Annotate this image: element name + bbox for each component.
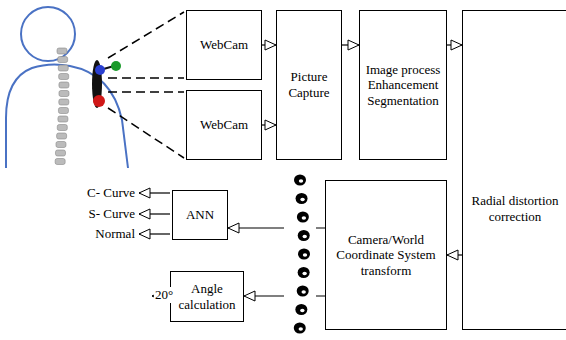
person-figure — [6, 7, 128, 168]
flow-arrow — [342, 44, 359, 45]
box-text: Radial distortion correction — [467, 193, 563, 224]
angle-value: 20° — [154, 287, 174, 303]
view-lines — [108, 12, 184, 158]
box-text: Angle calculation — [175, 281, 239, 312]
output-arrows — [139, 193, 170, 296]
process-box: Picture Capture — [276, 10, 342, 160]
process-box: Angle calculation — [170, 271, 244, 322]
spine — [55, 48, 69, 165]
box-text: ANN — [186, 207, 214, 223]
process-box: Radial distortion correction — [462, 10, 566, 330]
flow-arrow — [262, 44, 276, 45]
box-text: Image process Enhancement Segmentation — [364, 62, 442, 109]
process-box: ANN — [172, 190, 228, 240]
process-box: WebCam — [186, 10, 262, 80]
flow-arrow — [447, 254, 462, 255]
process-box: Image process Enhancement Segmentation — [359, 10, 447, 160]
box-text: WebCam — [200, 37, 248, 53]
flow-arrow — [262, 124, 276, 125]
flow-arrow — [447, 44, 462, 45]
class-output: Normal — [94, 226, 136, 242]
point-column-ground — [284, 172, 316, 336]
skin-markers — [92, 60, 121, 108]
box-text: WebCam — [200, 117, 248, 133]
class-output: S- Curve — [87, 206, 136, 222]
point-column — [294, 175, 310, 334]
class-output: C- Curve — [86, 185, 136, 201]
process-box: Camera/World Coordinate System transform — [325, 180, 447, 330]
box-text: Picture Capture — [281, 69, 337, 100]
process-box: WebCam — [186, 90, 262, 160]
box-text: Camera/World Coordinate System transform — [330, 232, 442, 279]
